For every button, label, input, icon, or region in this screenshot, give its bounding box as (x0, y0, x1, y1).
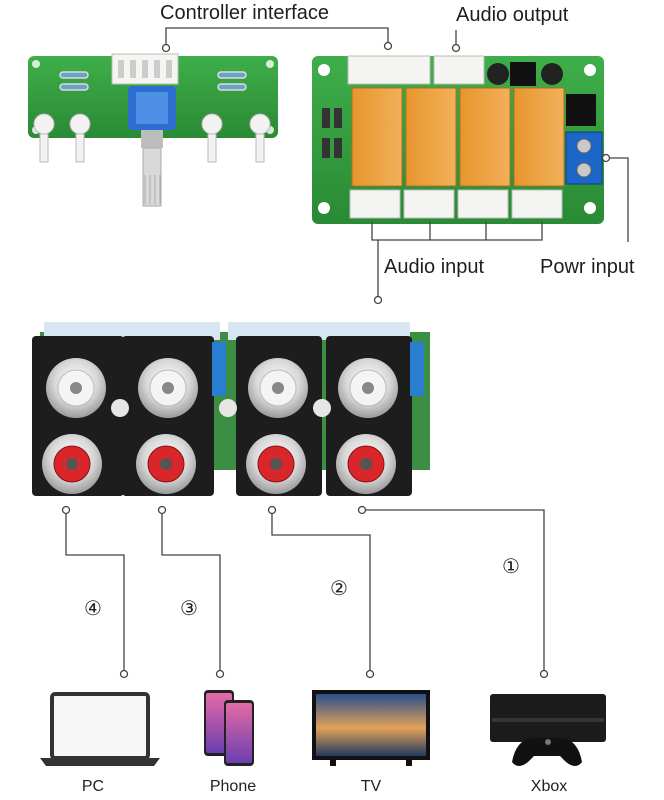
source-number-3: ③ (180, 596, 198, 620)
device-label-phone: Phone (209, 778, 257, 795)
controller-interface-label: Controller interface (160, 2, 329, 24)
source-number-1: ① (502, 554, 520, 578)
pc-laptop-image (40, 692, 160, 766)
device-label-xbox: Xbox (530, 778, 568, 795)
callout-lines-bottom (65, 509, 545, 672)
power-input-label: Powr input (540, 256, 635, 278)
audio-output-label: Audio output (456, 4, 569, 26)
rca-jack-block (32, 322, 430, 496)
relay-board (312, 55, 604, 224)
controller-board (28, 53, 278, 207)
device-label-tv: TV (360, 778, 382, 795)
source-number-4: ④ (84, 596, 102, 620)
phone-image (204, 690, 254, 766)
device-label-pc: PC (81, 778, 105, 795)
xbox-image (490, 694, 606, 766)
source-number-2: ② (330, 576, 348, 600)
callout-lines-top (165, 27, 629, 300)
audio-input-label: Audio input (384, 256, 485, 278)
tv-image (312, 690, 430, 766)
